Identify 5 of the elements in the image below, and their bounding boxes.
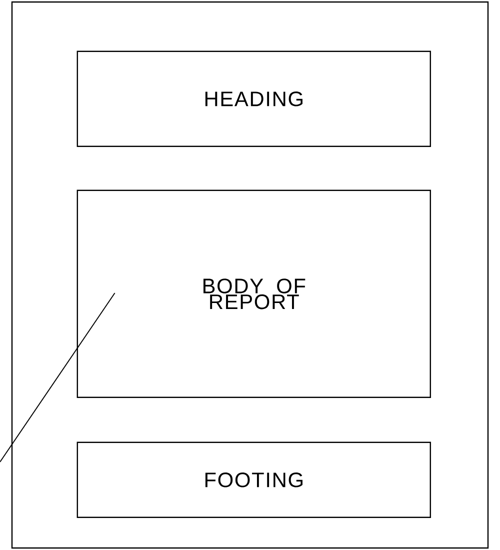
text-box: HEADING <box>76 50 431 147</box>
text-box: FOOTING <box>76 442 431 518</box>
page-frame <box>11 1 489 549</box>
leader-line <box>0 292 116 462</box>
text-box: BODY OF REPORT <box>76 190 431 398</box>
